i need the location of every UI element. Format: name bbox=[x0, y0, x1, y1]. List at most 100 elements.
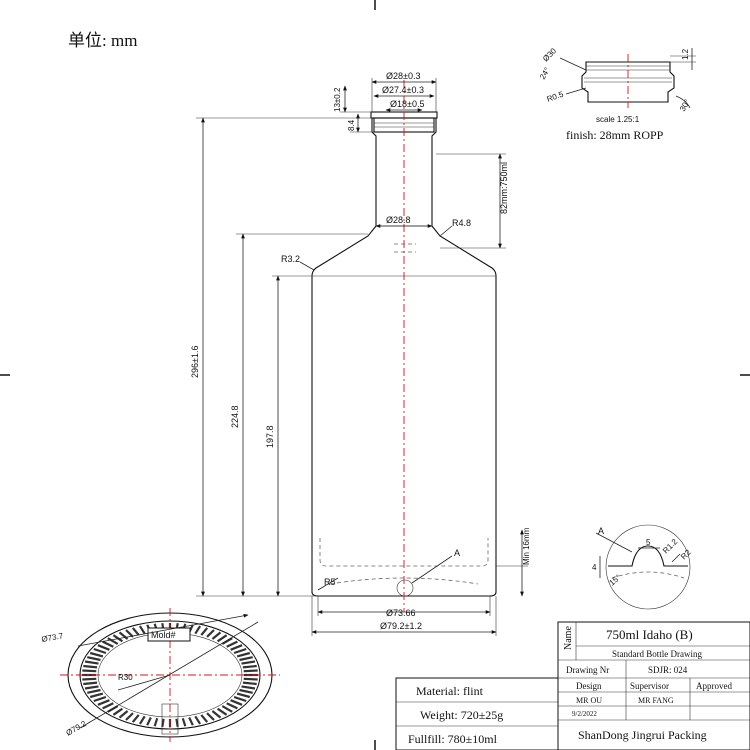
designer-name: MR OU bbox=[576, 696, 602, 705]
front-view: Ø28±0.3 Ø27.4±0.3 Ø18±0.5 13±0.2 8.4 Ø28… bbox=[190, 71, 531, 636]
knurl-tick bbox=[175, 718, 179, 727]
dim-finish-height: 13±0.2 bbox=[333, 87, 342, 112]
knurl-tick bbox=[82, 677, 97, 681]
knurl-tick bbox=[194, 715, 202, 725]
knurl-tick bbox=[239, 656, 253, 662]
knurl-tick bbox=[216, 707, 228, 716]
knurl-tick bbox=[206, 712, 215, 721]
dim-bore: Ø18±0.5 bbox=[390, 99, 424, 109]
knurl-tick bbox=[125, 712, 134, 721]
knurl-tick bbox=[226, 640, 238, 648]
finish-label: finish: 28mm ROPP bbox=[566, 128, 664, 142]
knurl-tick bbox=[89, 692, 104, 699]
drawing-nr-label: Drawing Nr bbox=[566, 665, 609, 675]
knurl-tick bbox=[236, 651, 251, 658]
dim-overall-height: 296±1.6 bbox=[190, 346, 200, 378]
knurl-tick bbox=[112, 634, 124, 643]
dim-body-od: Ø79.2 bbox=[65, 719, 89, 738]
spec-fullfill: Fullfill: 780±10ml bbox=[408, 732, 498, 746]
knurl-tick bbox=[242, 681, 257, 686]
knurl-tick bbox=[211, 631, 222, 640]
detail-a-depth: 4 bbox=[592, 563, 597, 572]
knurl-tick bbox=[216, 634, 228, 643]
knurl-tick bbox=[102, 640, 114, 648]
dim-heel-radius: R5 bbox=[324, 577, 336, 587]
detail-a-label: A bbox=[598, 526, 604, 536]
dim-base-radius: R30 bbox=[118, 673, 133, 682]
finish-dim-radius: R0.5 bbox=[546, 89, 565, 103]
detail-a-angle: 15° bbox=[608, 573, 623, 588]
dim-base-od: Ø73.7 bbox=[41, 631, 65, 644]
design-label: Design bbox=[576, 681, 602, 691]
dim-body-height: 197.8 bbox=[265, 425, 275, 448]
knurl-tick bbox=[241, 685, 256, 690]
knurl-tick bbox=[241, 660, 256, 665]
finish-dim-angle: 24° bbox=[538, 66, 552, 81]
finish-dim-lip: 1.2 bbox=[681, 48, 690, 60]
drawing-date: 9/2/2022 bbox=[572, 710, 597, 718]
dim-shoulder-height: 224.8 bbox=[230, 405, 240, 428]
knurl-tick bbox=[138, 625, 146, 635]
drawing-nr: SDJR: 024 bbox=[648, 665, 688, 675]
knurl-tick bbox=[194, 625, 202, 635]
punt-marker bbox=[396, 579, 414, 597]
dim-neck-dia: Ø28.8 bbox=[386, 215, 411, 225]
knurl-tick bbox=[125, 629, 134, 638]
title-block: Name 750ml Idaho (B) Standard Bottle Dra… bbox=[557, 621, 750, 750]
drawing-subtitle: Standard Bottle Drawing bbox=[612, 649, 702, 659]
knurl-tick bbox=[83, 664, 98, 669]
dim-finish-od: Ø28±0.3 bbox=[386, 71, 420, 81]
knurl-tick bbox=[87, 688, 101, 694]
knurl-tick bbox=[161, 718, 165, 727]
detail-a-width: 5 bbox=[646, 538, 651, 547]
min-thickness-label: Min 16mm bbox=[522, 527, 531, 565]
knurl-tick bbox=[200, 627, 209, 636]
dim-base-dia: Ø73.66 bbox=[386, 608, 416, 618]
knurl-tick bbox=[200, 714, 209, 723]
knurl-tick bbox=[97, 699, 110, 706]
knurl-tick bbox=[83, 681, 98, 686]
knurl-tick bbox=[211, 710, 222, 719]
finish-detail: Ø30 1.2 24° R0.5 30° scale 1.25:1 finish… bbox=[538, 46, 696, 142]
dim-shoulder-radius: R3.2 bbox=[281, 254, 300, 264]
finish-dim-dia: Ø30 bbox=[541, 46, 558, 63]
detail-a-r-large: R2 bbox=[679, 547, 693, 561]
knurl-tick bbox=[188, 717, 194, 726]
knurl-tick bbox=[221, 705, 233, 713]
knurl-tick bbox=[243, 669, 258, 673]
knurl-tick bbox=[236, 692, 251, 699]
knurl-tick bbox=[243, 677, 258, 681]
knurl-tick bbox=[84, 660, 99, 665]
approved-label: Approved bbox=[696, 681, 732, 691]
knurl-tick bbox=[230, 699, 243, 706]
knurl-tick bbox=[230, 644, 243, 651]
detail-a-callout: A bbox=[454, 548, 460, 558]
drawing-title: 750ml Idaho (B) bbox=[606, 627, 693, 642]
scale-label: scale 1.25:1 bbox=[596, 115, 640, 124]
knurl-tick bbox=[107, 637, 119, 645]
knurl-tick bbox=[239, 688, 253, 694]
knurl-tick bbox=[93, 695, 107, 703]
knurl-tick bbox=[118, 631, 129, 640]
finish-dim-angle-2: 30° bbox=[678, 98, 692, 113]
dim-finish-thread: Ø27.4±0.3 bbox=[382, 85, 424, 95]
knurl-tick bbox=[226, 702, 238, 710]
knurl-tick bbox=[233, 695, 247, 703]
knurl-tick bbox=[146, 717, 152, 726]
detail-a-view: A 5 R1.2 R2 4 15° bbox=[592, 524, 693, 610]
knurl-tick bbox=[112, 707, 124, 716]
unit-label: 单位: mm bbox=[68, 31, 137, 50]
knurl-tick bbox=[87, 656, 101, 662]
spec-material: Material: flint bbox=[416, 684, 484, 698]
bottom-view: Mold# Ø73.7 R30 Ø79.2 bbox=[41, 608, 280, 742]
company-name: ShanDong Jingrui Packing bbox=[578, 728, 707, 742]
dim-neck-radius: R4.8 bbox=[452, 218, 471, 228]
spec-table: Material: flint Weight: 720±25g Fullfill… bbox=[395, 677, 559, 750]
detail-a-r-small: R1.2 bbox=[661, 537, 680, 556]
knurl-tick bbox=[233, 647, 247, 655]
mold-label: Mold# bbox=[151, 630, 176, 640]
dim-body-dia: Ø79.2±1.2 bbox=[380, 621, 422, 631]
knurl-tick bbox=[84, 685, 99, 690]
knurl-tick bbox=[97, 644, 110, 651]
